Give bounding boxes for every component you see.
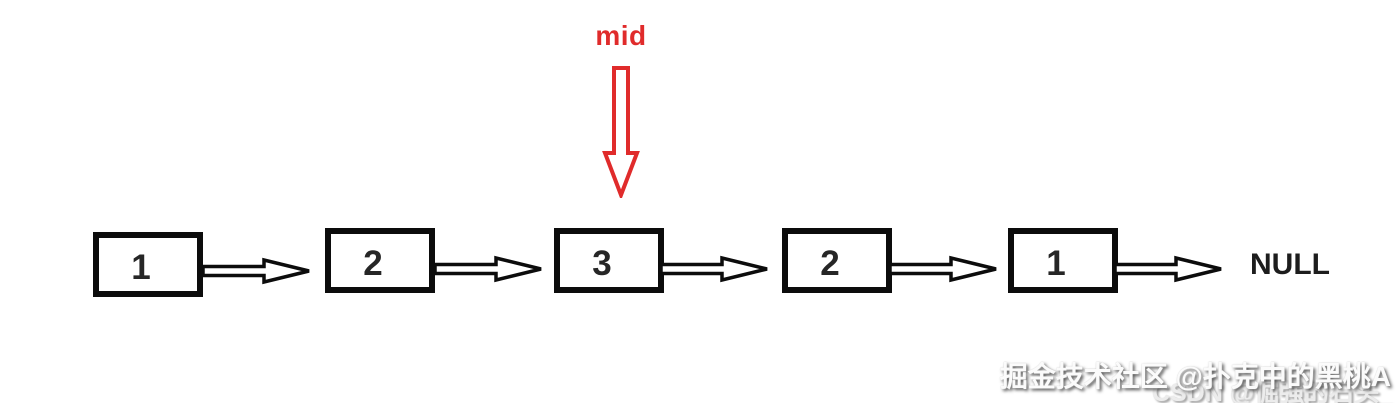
- list-node-5: 1: [1008, 228, 1118, 293]
- watermark-juejin: 掘金技术社区 @扑克中的黑桃A: [999, 361, 1391, 392]
- list-node-4: 2: [782, 228, 892, 293]
- node-value: 1: [1046, 243, 1066, 283]
- node-value: 2: [363, 243, 383, 283]
- right-arrow-icon: [889, 255, 997, 283]
- right-arrow-icon: [202, 257, 310, 285]
- mid-pointer-label: mid: [595, 20, 647, 51]
- right-arrow-icon: [434, 255, 542, 283]
- down-arrow-icon: [602, 66, 640, 198]
- right-arrow-icon: [1114, 255, 1222, 283]
- list-node-2: 2: [325, 228, 435, 293]
- watermark-csdn: CSDN @倔强的石头_: [1151, 379, 1393, 403]
- list-node-1: 1: [93, 232, 203, 297]
- list-node-3: 3: [554, 228, 664, 293]
- node-value: 1: [131, 247, 151, 287]
- node-value: 3: [592, 243, 612, 283]
- node-value: 2: [820, 243, 840, 283]
- null-terminator-label: NULL: [1250, 248, 1330, 281]
- right-arrow-icon: [660, 255, 768, 283]
